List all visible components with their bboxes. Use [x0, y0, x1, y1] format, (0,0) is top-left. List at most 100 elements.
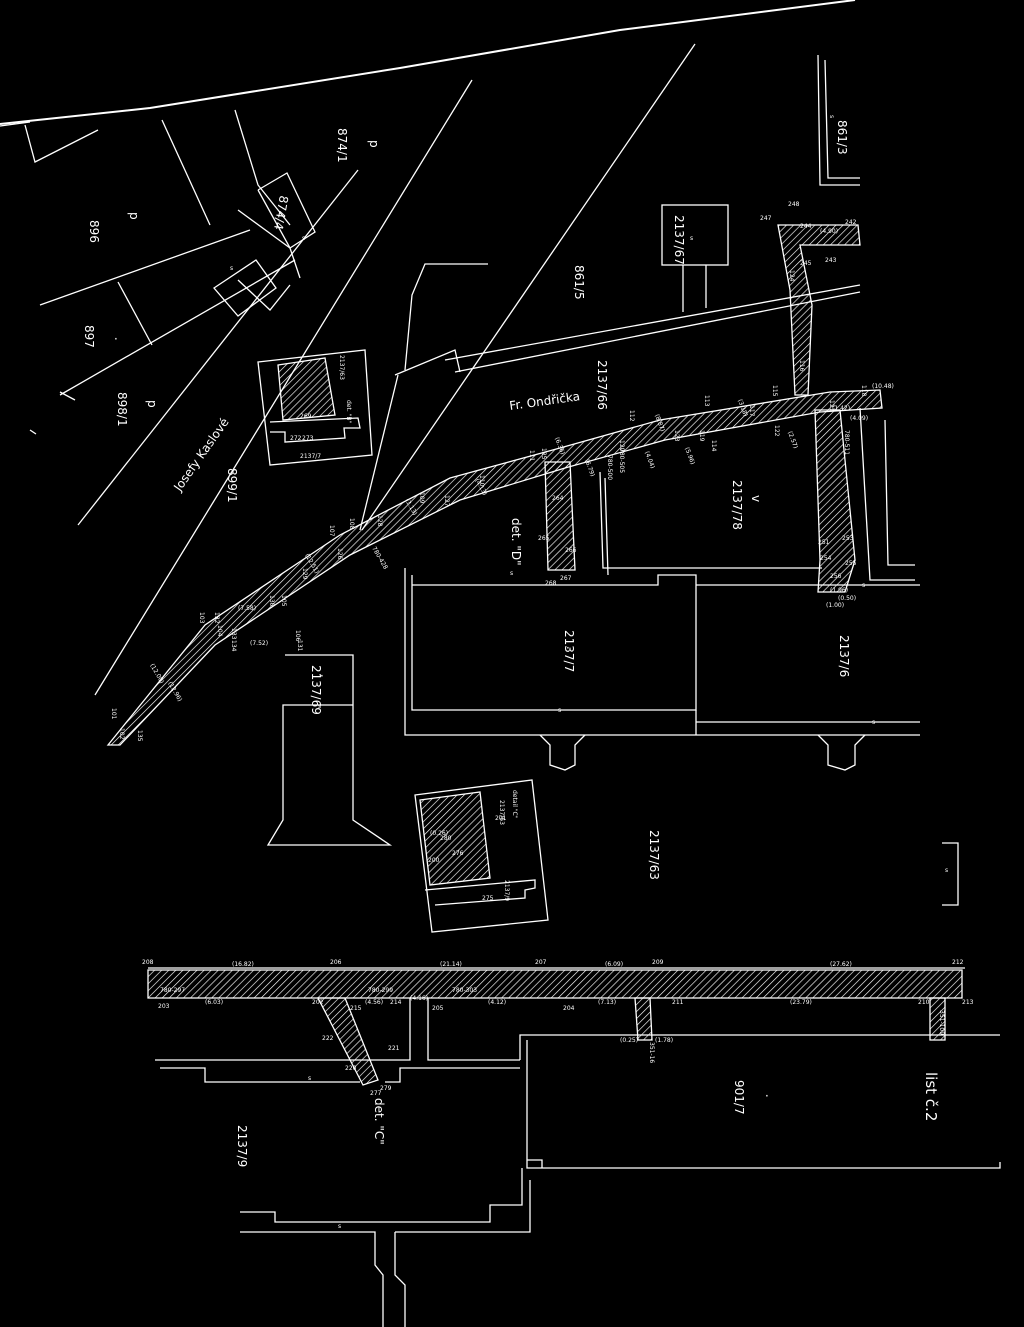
- survey-780-500: 780-500: [606, 455, 613, 480]
- measure-20: (1.00): [826, 602, 844, 609]
- route-strip-branch-2: [634, 997, 653, 1041]
- survey-211: 211: [672, 999, 684, 1006]
- mark-s-1: s: [828, 115, 835, 118]
- survey-277: 277: [370, 1090, 382, 1097]
- point-108: 108: [348, 518, 355, 530]
- point-114: 114: [710, 440, 717, 452]
- parcel-label-874-4: 874/4: [271, 194, 291, 230]
- point-133: 133: [230, 628, 237, 640]
- survey-351-16: 351-16: [648, 1042, 655, 1063]
- survey-279: 279: [380, 1085, 392, 1092]
- point-105: 105: [280, 595, 287, 607]
- parcel-label-2137-63: 2137/63: [647, 830, 661, 880]
- point-101: 101: [110, 708, 117, 720]
- survey-221: 221: [388, 1045, 400, 1052]
- survey-244: 244: [800, 223, 812, 230]
- measure-24: (27.62): [830, 961, 852, 968]
- measure-26: (4.56): [365, 999, 383, 1006]
- survey-251: 251: [818, 539, 830, 546]
- parcel-label-901-7: 901/7: [732, 1080, 746, 1115]
- survey-780-297: 780-297: [160, 987, 185, 994]
- point-109: 109: [418, 492, 425, 504]
- bottom-parcel-lines: [148, 967, 1001, 1327]
- parcel-label-2137-67: 2137/67: [672, 215, 686, 265]
- mark-s-8: s: [945, 867, 948, 874]
- survey-280: 280: [440, 835, 452, 842]
- mark-s-3: s: [318, 703, 321, 710]
- route-strip-detail-d: [544, 461, 576, 571]
- point-115: 115: [771, 385, 778, 397]
- parcel-label-896: 896: [87, 220, 101, 243]
- survey-269: 269: [300, 413, 312, 420]
- detail-label-b: det. "B": [345, 400, 352, 424]
- parcel-label-899-1: 899/1: [225, 468, 239, 503]
- measure-10: (4.04): [643, 450, 656, 469]
- point-121: 121: [828, 400, 835, 412]
- survey-215: 215: [350, 1005, 362, 1012]
- measure-25: (6.03): [205, 999, 223, 1006]
- detail-label-c: det. "C": [372, 1098, 386, 1145]
- point-126: 126: [336, 548, 343, 560]
- mark-s-2: s: [690, 235, 693, 242]
- mark-p-3: p: [367, 140, 381, 148]
- measure-9: (6.79): [583, 458, 596, 477]
- survey-268: 268: [545, 580, 557, 587]
- survey-200: 200: [428, 857, 440, 864]
- mark-s-5: s: [558, 707, 561, 714]
- measure-22: (21.14): [440, 961, 462, 968]
- parcel-label-2137-6: 2137/6: [837, 635, 851, 677]
- point-127: 127: [443, 495, 450, 507]
- survey-780-303: 780-303: [452, 987, 477, 994]
- mark-v: v: [749, 495, 763, 502]
- survey-248: 248: [788, 201, 800, 208]
- route-strip-branch-3: [929, 997, 946, 1041]
- measure-23: (6.09): [605, 961, 623, 968]
- point-122: 122: [773, 425, 780, 437]
- point-107: 107: [328, 525, 335, 537]
- survey-245: 245: [800, 260, 812, 267]
- survey-780-299: 780-299: [368, 987, 393, 994]
- detail-label-d: det. "D": [509, 518, 523, 566]
- mark-s-7: s: [872, 719, 875, 726]
- survey-222: 222: [322, 1035, 334, 1042]
- point-106: 106: [294, 630, 301, 642]
- measure-5: (7.52): [250, 640, 268, 647]
- street-label-josefy-kaslove: Josefy Kaslové: [170, 415, 231, 494]
- point-124: 124: [788, 270, 795, 282]
- detail-b-parcel-a: 2137/63: [338, 355, 345, 380]
- survey-213: 213: [962, 999, 974, 1006]
- detail-c-parcel-b: 2137/9: [503, 880, 510, 901]
- detail-c-parcel-a: 2137/63: [498, 800, 505, 825]
- measure-28: (7.13): [598, 999, 616, 1006]
- route-strip-horizontal: [147, 969, 963, 999]
- parcel-label-2137-78: 2137/78: [730, 480, 744, 530]
- point-125: 125: [540, 448, 547, 460]
- survey-243: 243: [825, 257, 837, 264]
- parcel-label-2137-66: 2137/66: [595, 360, 609, 410]
- point-135: 135: [136, 730, 143, 742]
- street-label-fr-ondricka: Fr. Ondřička: [508, 389, 580, 413]
- measure-13: (10.48): [872, 383, 894, 390]
- point-118: 118: [860, 385, 867, 397]
- measure-12: (5.96): [683, 446, 696, 465]
- parcel-2137-67-box: [661, 204, 729, 312]
- survey-204: 204: [563, 1005, 575, 1012]
- mark-p-2: p: [145, 400, 159, 408]
- detail-b-inset: [257, 349, 373, 466]
- survey-265: 265: [538, 535, 550, 542]
- point-130: 130: [268, 595, 275, 607]
- measure-34: (0.26): [430, 830, 448, 837]
- point-120: 120: [618, 440, 625, 452]
- parcel-861-3-outline: [817, 54, 860, 186]
- survey-256: 256: [830, 573, 842, 580]
- measure-31: (0.25): [620, 1037, 638, 1044]
- survey-206: 206: [330, 959, 342, 966]
- parcel-label-2137-69: 2137/69: [309, 665, 323, 715]
- survey-203: 203: [158, 1003, 170, 1010]
- mark-s-11: s: [230, 265, 233, 272]
- survey-780-511: 780-511: [843, 430, 850, 455]
- mark-s-9: s: [308, 1075, 311, 1082]
- route-strip-branch-1: [316, 997, 379, 1086]
- survey-780-505: 780-505: [618, 448, 625, 473]
